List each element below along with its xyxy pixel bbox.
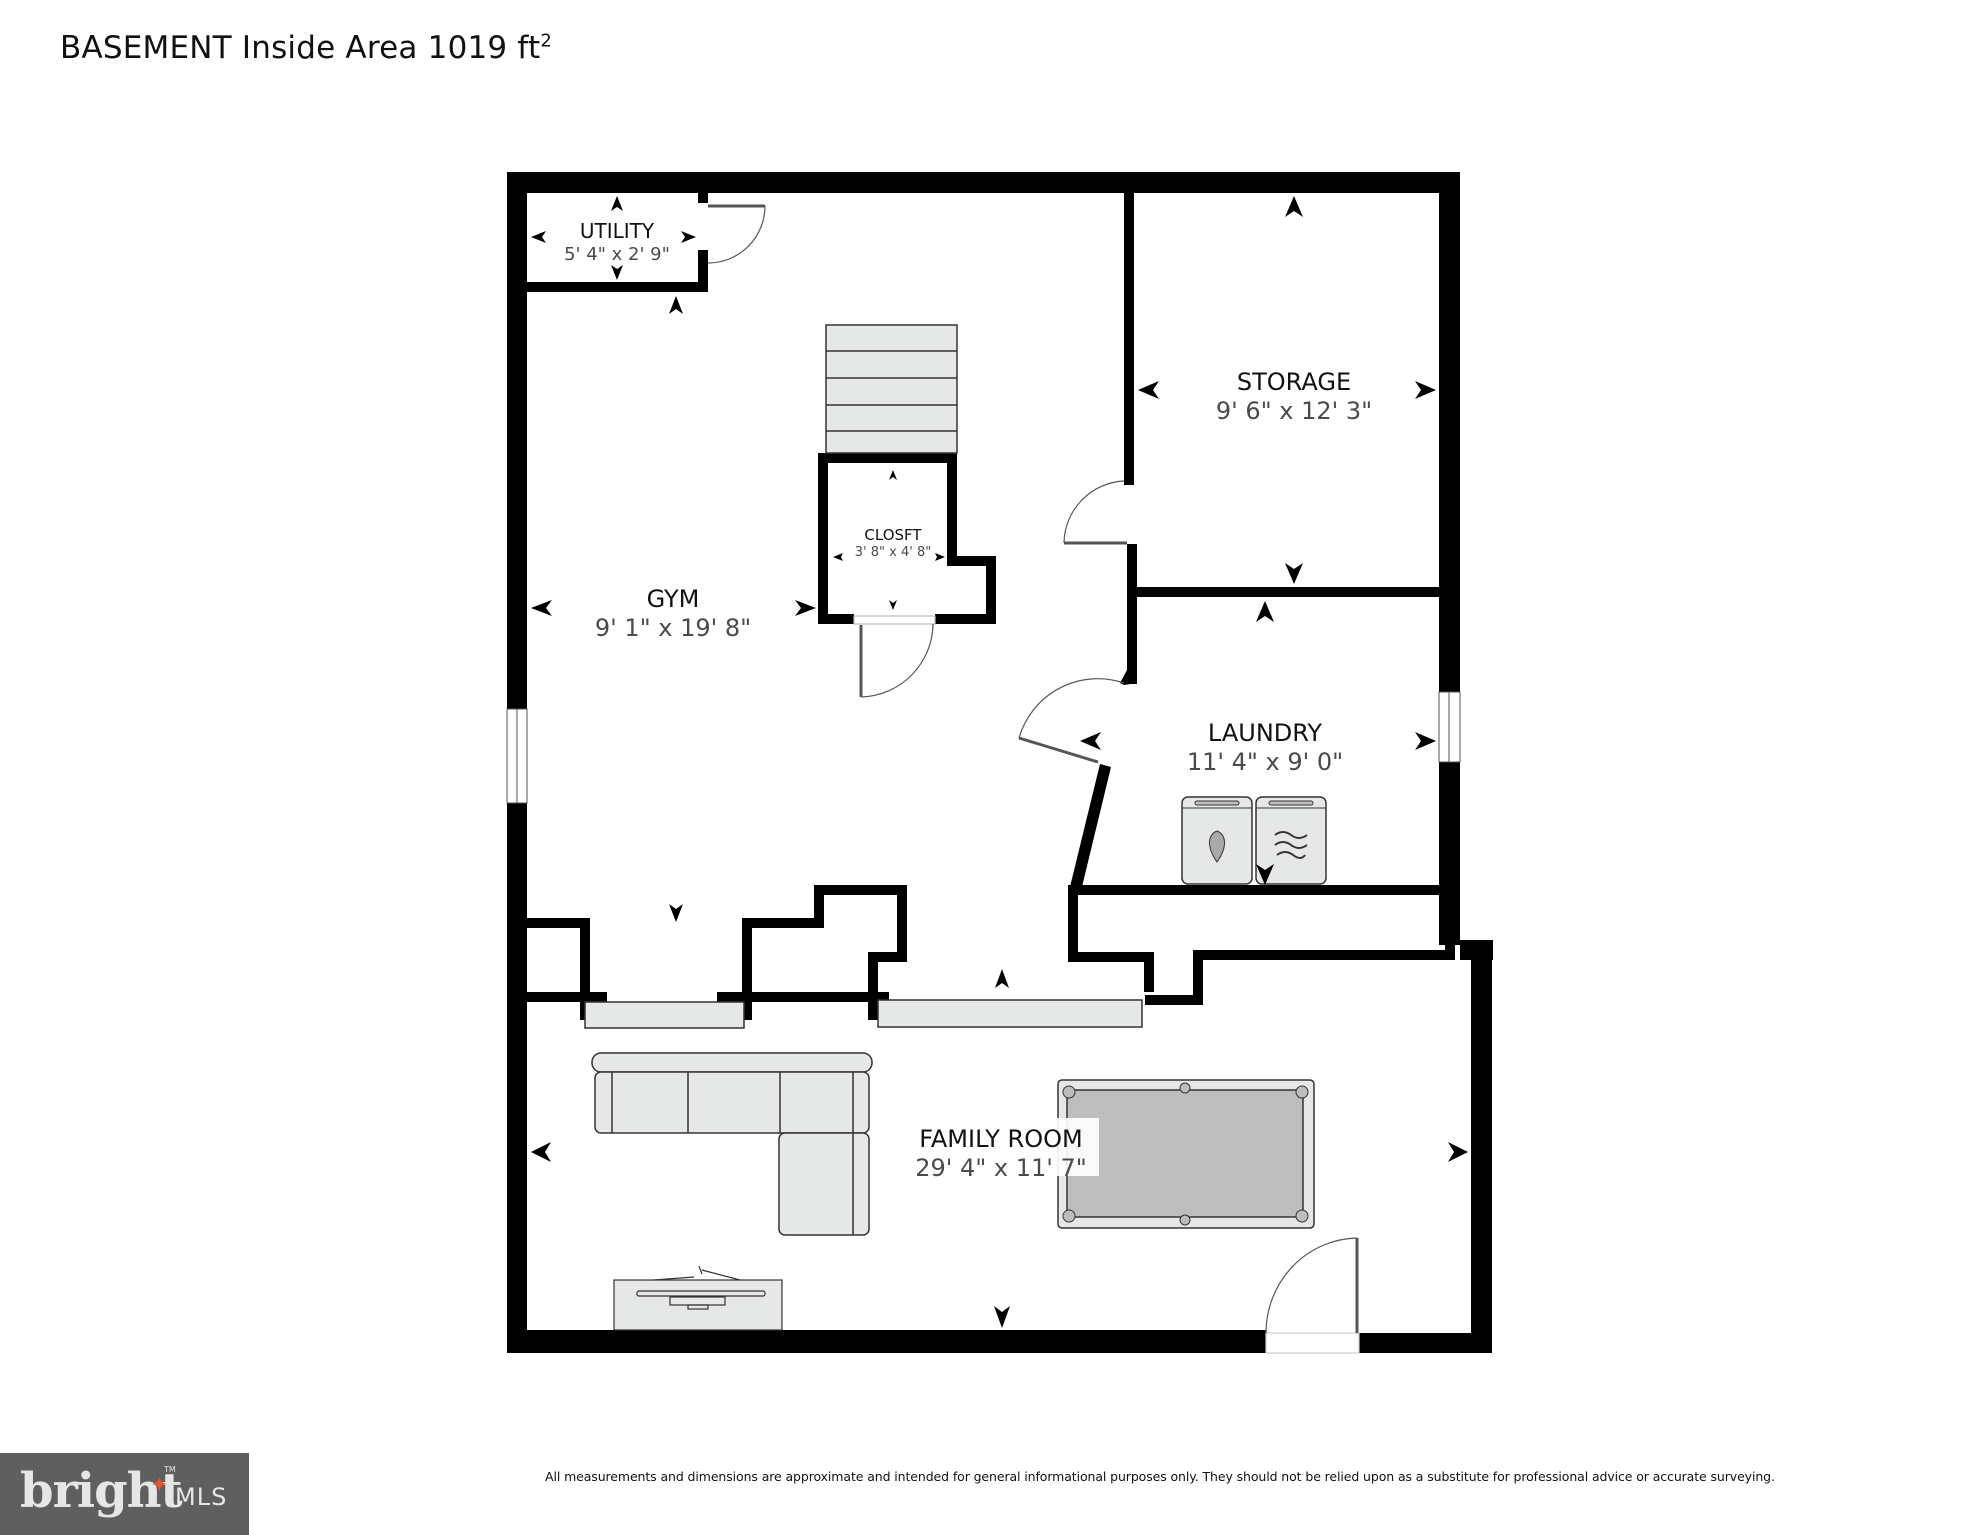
dimension-arrows	[531, 196, 1468, 1328]
area-unit: ft	[517, 30, 541, 66]
arrow-up-icon	[1285, 196, 1303, 217]
room-label-gym: GYM 9' 1" x 19' 8"	[595, 585, 751, 642]
utility-door	[707, 204, 766, 264]
arrow-right-icon	[1415, 732, 1436, 750]
floor-name: BASEMENT	[60, 30, 232, 66]
stairs	[825, 324, 958, 454]
arrow-right-icon	[795, 600, 816, 616]
room-name: CLOSFT	[864, 526, 922, 544]
room-name: UTILITY	[580, 219, 655, 243]
area-unit-superscript: 2	[540, 30, 552, 52]
room-dimensions: 11' 4" x 9' 0"	[1187, 748, 1343, 776]
arrow-left-icon	[531, 231, 546, 243]
heat-waves-icon	[1274, 831, 1308, 859]
arrow-left-icon	[1138, 381, 1159, 399]
storage-door	[1063, 480, 1127, 545]
room-dimensions: 29' 4" x 11' 7"	[915, 1154, 1087, 1182]
sectional-sofa	[591, 1052, 873, 1236]
arrow-up-icon	[611, 196, 623, 211]
doors	[707, 204, 1360, 1354]
room-name: GYM	[647, 585, 700, 613]
arrow-left-icon	[531, 1142, 551, 1162]
bright-mls-logo: bright ✦ TM MLS	[0, 1453, 249, 1535]
room-label-storage: STORAGE 9' 6" x 12' 3"	[1216, 368, 1372, 425]
gym-opening-right	[877, 999, 1143, 1028]
walls	[507, 172, 1493, 1353]
arrow-down-icon	[1256, 864, 1274, 885]
logo-trademark: TM	[164, 1465, 176, 1474]
arrow-left-icon	[1080, 732, 1101, 750]
arrow-down-icon	[1285, 563, 1303, 584]
area-value: 1019	[427, 30, 508, 66]
room-name: FAMILY ROOM	[919, 1125, 1082, 1153]
windows	[506, 691, 1461, 804]
area-label: Inside Area	[241, 30, 418, 66]
dryer	[1255, 796, 1327, 885]
room-dimensions: 9' 6" x 12' 3"	[1216, 397, 1372, 425]
tv-console	[613, 1265, 783, 1331]
arrow-down-icon	[889, 600, 897, 610]
star-icon: ✦	[150, 1473, 169, 1498]
arrow-down-icon	[994, 1306, 1010, 1328]
gym-opening-left	[584, 1001, 745, 1029]
openings	[584, 999, 1143, 1029]
room-name: STORAGE	[1237, 368, 1351, 396]
arrow-up-icon	[995, 969, 1009, 988]
logo-brand: bright	[20, 1463, 183, 1519]
closet-door	[853, 615, 936, 698]
room-name: LAUNDRY	[1208, 719, 1322, 747]
arrow-right-icon	[1415, 381, 1436, 399]
arrow-left-icon	[833, 553, 843, 561]
room-dimensions: 5' 4" x 2' 9"	[564, 244, 670, 265]
arrow-down-icon	[669, 904, 683, 922]
arrow-right-icon	[1448, 1142, 1468, 1162]
arrow-up-icon	[669, 296, 683, 314]
room-label-laundry: LAUNDRY 11' 4" x 9' 0"	[1187, 719, 1343, 776]
arrow-left-icon	[531, 600, 552, 616]
arrow-up-icon	[1256, 601, 1274, 622]
room-label-utility: UTILITY 5' 4" x 2' 9"	[564, 219, 670, 265]
laundry-door	[1018, 678, 1125, 764]
logo-suffix: MLS	[175, 1483, 228, 1511]
arrow-right-icon	[935, 553, 945, 561]
arrow-up-icon	[889, 470, 897, 480]
pool-table	[1057, 1079, 1315, 1229]
floor-title: BASEMENT Inside Area 1019 ft2	[60, 30, 552, 66]
water-drop-icon	[1209, 830, 1225, 863]
disclaimer-text: All measurements and dimensions are appr…	[545, 1469, 1775, 1484]
room-label-closet: CLOSFT 3' 8" x 4' 8"	[855, 526, 931, 560]
room-dimensions: 3' 8" x 4' 8"	[855, 545, 931, 560]
arrow-down-icon	[611, 265, 623, 280]
washer	[1181, 796, 1253, 885]
room-label-family-room: FAMILY ROOM 29' 4" x 11' 7"	[905, 1118, 1099, 1182]
family-room-door	[1265, 1237, 1360, 1354]
room-dimensions: 9' 1" x 19' 8"	[595, 614, 751, 642]
arrow-right-icon	[681, 231, 696, 243]
